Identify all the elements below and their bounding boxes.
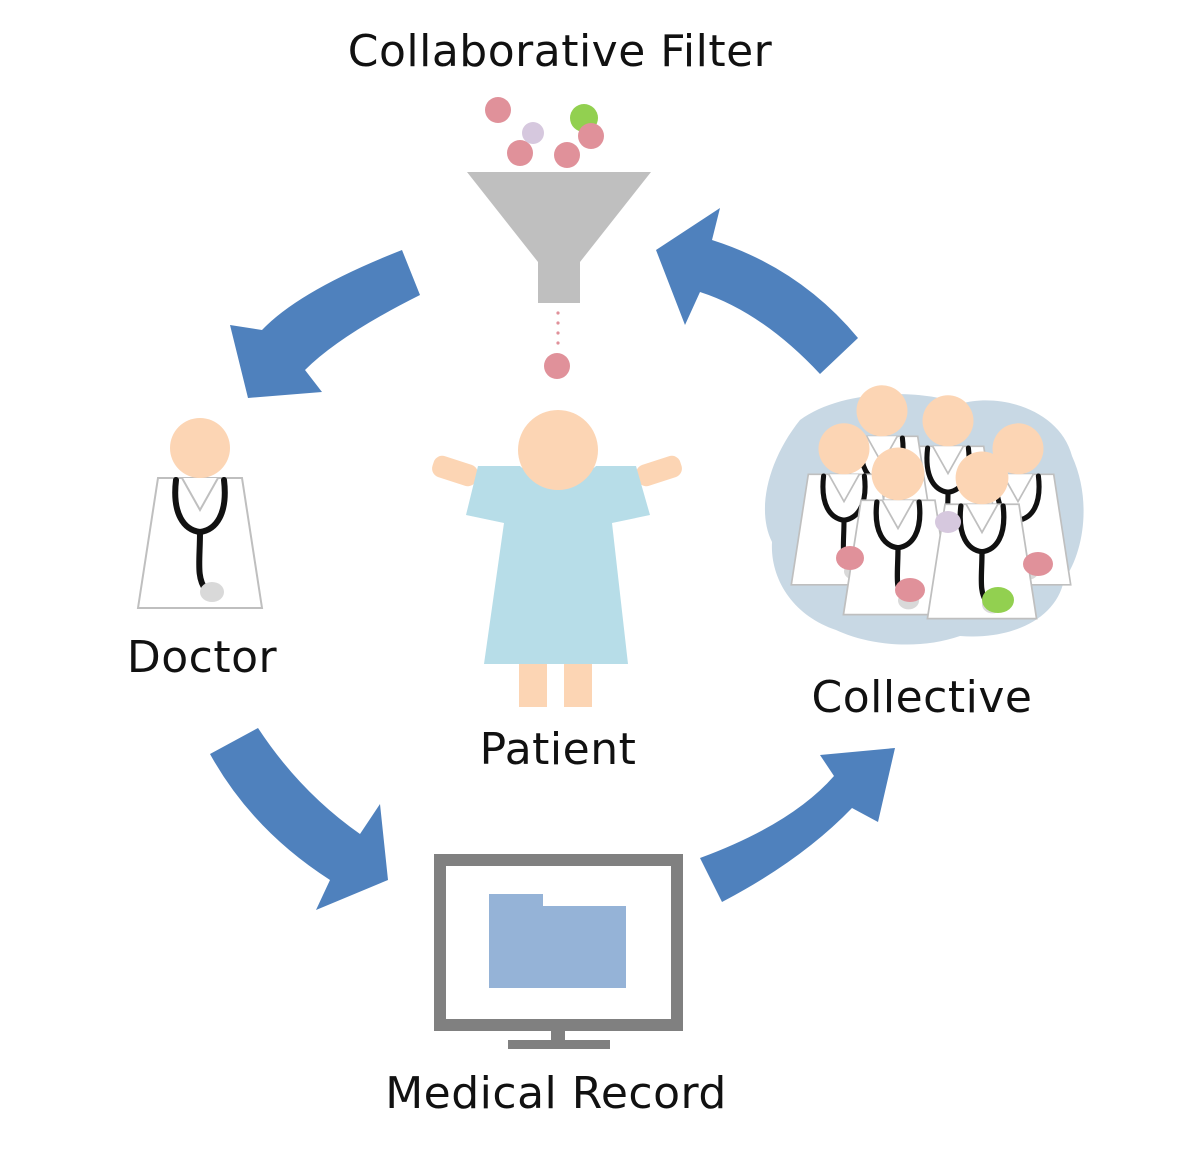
pill bbox=[935, 511, 961, 533]
arrow-record-to-collective bbox=[700, 748, 895, 902]
output-pill bbox=[544, 353, 570, 379]
arrow-filter-to-doctor bbox=[230, 250, 420, 398]
monitor-folder-icon bbox=[434, 854, 683, 1049]
pill bbox=[895, 578, 925, 602]
pill bbox=[522, 122, 544, 144]
funnel-icon bbox=[467, 97, 651, 379]
pill bbox=[554, 142, 580, 168]
arrow-collective-to-filter bbox=[656, 208, 858, 374]
pill bbox=[1023, 552, 1053, 576]
collective-label: Collective bbox=[811, 672, 1033, 723]
medical-record-label: Medical Record bbox=[385, 1068, 727, 1119]
folder-icon bbox=[489, 894, 626, 988]
doctor-group-icon bbox=[764, 385, 1084, 645]
doctor-icon bbox=[138, 418, 262, 608]
pill bbox=[982, 587, 1014, 613]
patient-icon bbox=[432, 410, 682, 707]
cycle-arrows bbox=[210, 208, 895, 910]
pill bbox=[485, 97, 511, 123]
doctor-label: Doctor bbox=[126, 632, 278, 683]
funnel-cone bbox=[467, 172, 651, 303]
pill bbox=[578, 123, 604, 149]
pill bbox=[507, 140, 533, 166]
pill bbox=[836, 546, 864, 570]
drip-dots bbox=[556, 311, 560, 345]
arrow-doctor-to-record bbox=[210, 728, 388, 910]
patient-label: Patient bbox=[479, 724, 637, 775]
collaborative-filter-label: Collaborative Filter bbox=[347, 26, 773, 77]
